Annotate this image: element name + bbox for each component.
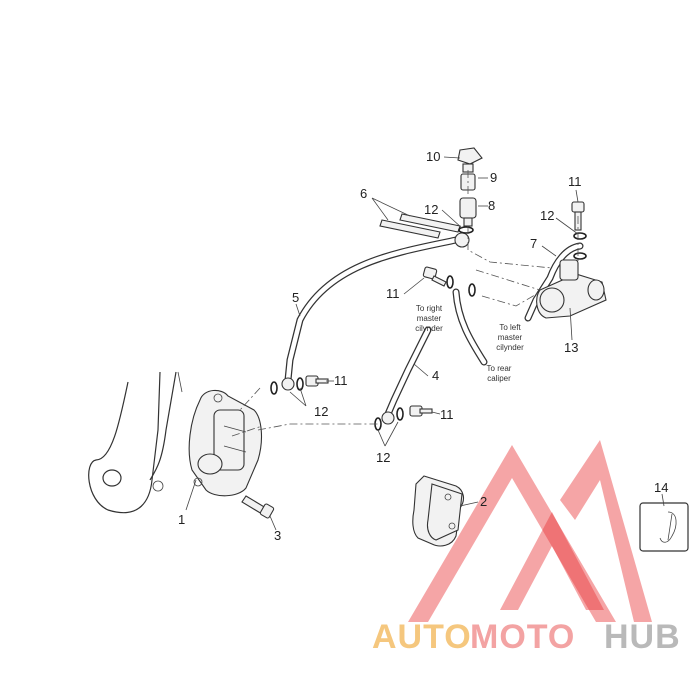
callout-13: 13	[564, 340, 578, 355]
callout-10: 10	[426, 149, 440, 164]
callout-5: 5	[292, 290, 299, 305]
hose-rear	[452, 288, 488, 366]
callout-11-top-right: 11	[568, 174, 582, 189]
hose-7	[524, 242, 584, 322]
callout-6: 6	[360, 186, 367, 201]
front-caliper	[188, 389, 263, 497]
callout-12-caliper: 12	[314, 404, 328, 419]
routing-notes: To right master cilynder To rear caliper…	[415, 304, 524, 383]
watermark-auto: AUTO	[372, 618, 472, 656]
caliper-bolt	[241, 495, 275, 519]
watermark-logo: AUTO MOTO HUB	[372, 440, 681, 656]
callout-11-lower: 11	[440, 407, 454, 422]
assembly-lines	[231, 170, 579, 437]
hose-5	[281, 232, 470, 391]
bolts-6	[379, 213, 461, 239]
bolt-11-lower	[409, 405, 433, 417]
callout-12-right: 12	[540, 208, 554, 223]
callout-11-caliper: 11	[334, 373, 348, 388]
note-right-master-1: To right	[416, 304, 443, 313]
callout-3: 3	[274, 528, 281, 543]
brake-pads	[412, 475, 465, 547]
callouts: 1 2 3 4 5 6 7 8 9 10 11 11 11 11 12 12 1…	[178, 149, 668, 543]
note-right-master-2: master	[417, 314, 442, 323]
note-left-master-3: cilynder	[496, 343, 524, 352]
callout-7: 7	[530, 236, 537, 251]
note-left-master-2: master	[498, 333, 523, 342]
callout-12-lower: 12	[376, 450, 390, 465]
bolt-11-caliper	[305, 375, 329, 387]
bolt-11-middle	[422, 266, 447, 287]
callout-9: 9	[490, 170, 497, 185]
fork-leg	[88, 371, 183, 514]
callout-11-middle: 11	[386, 286, 400, 301]
callout-1: 1	[178, 512, 185, 527]
banjo-fitting-stack	[457, 147, 483, 227]
watermark-hub: HUB	[604, 618, 681, 656]
callout-8: 8	[488, 198, 495, 213]
watermark-moto: MOTO	[470, 618, 575, 656]
note-rear-caliper-2: caliper	[487, 374, 511, 383]
note-left-master-1: To left	[499, 323, 521, 332]
hose-4	[381, 326, 432, 425]
callout-2: 2	[480, 494, 487, 509]
callout-12-top: 12	[424, 202, 438, 217]
leader-lines	[185, 156, 665, 531]
note-rear-caliper-1: To rear	[487, 364, 512, 373]
pad-spring-box	[639, 502, 689, 552]
callout-14: 14	[654, 480, 668, 495]
callout-4: 4	[432, 368, 439, 383]
master-cylinder	[536, 259, 607, 319]
note-right-master-3: cilynder	[415, 324, 443, 333]
